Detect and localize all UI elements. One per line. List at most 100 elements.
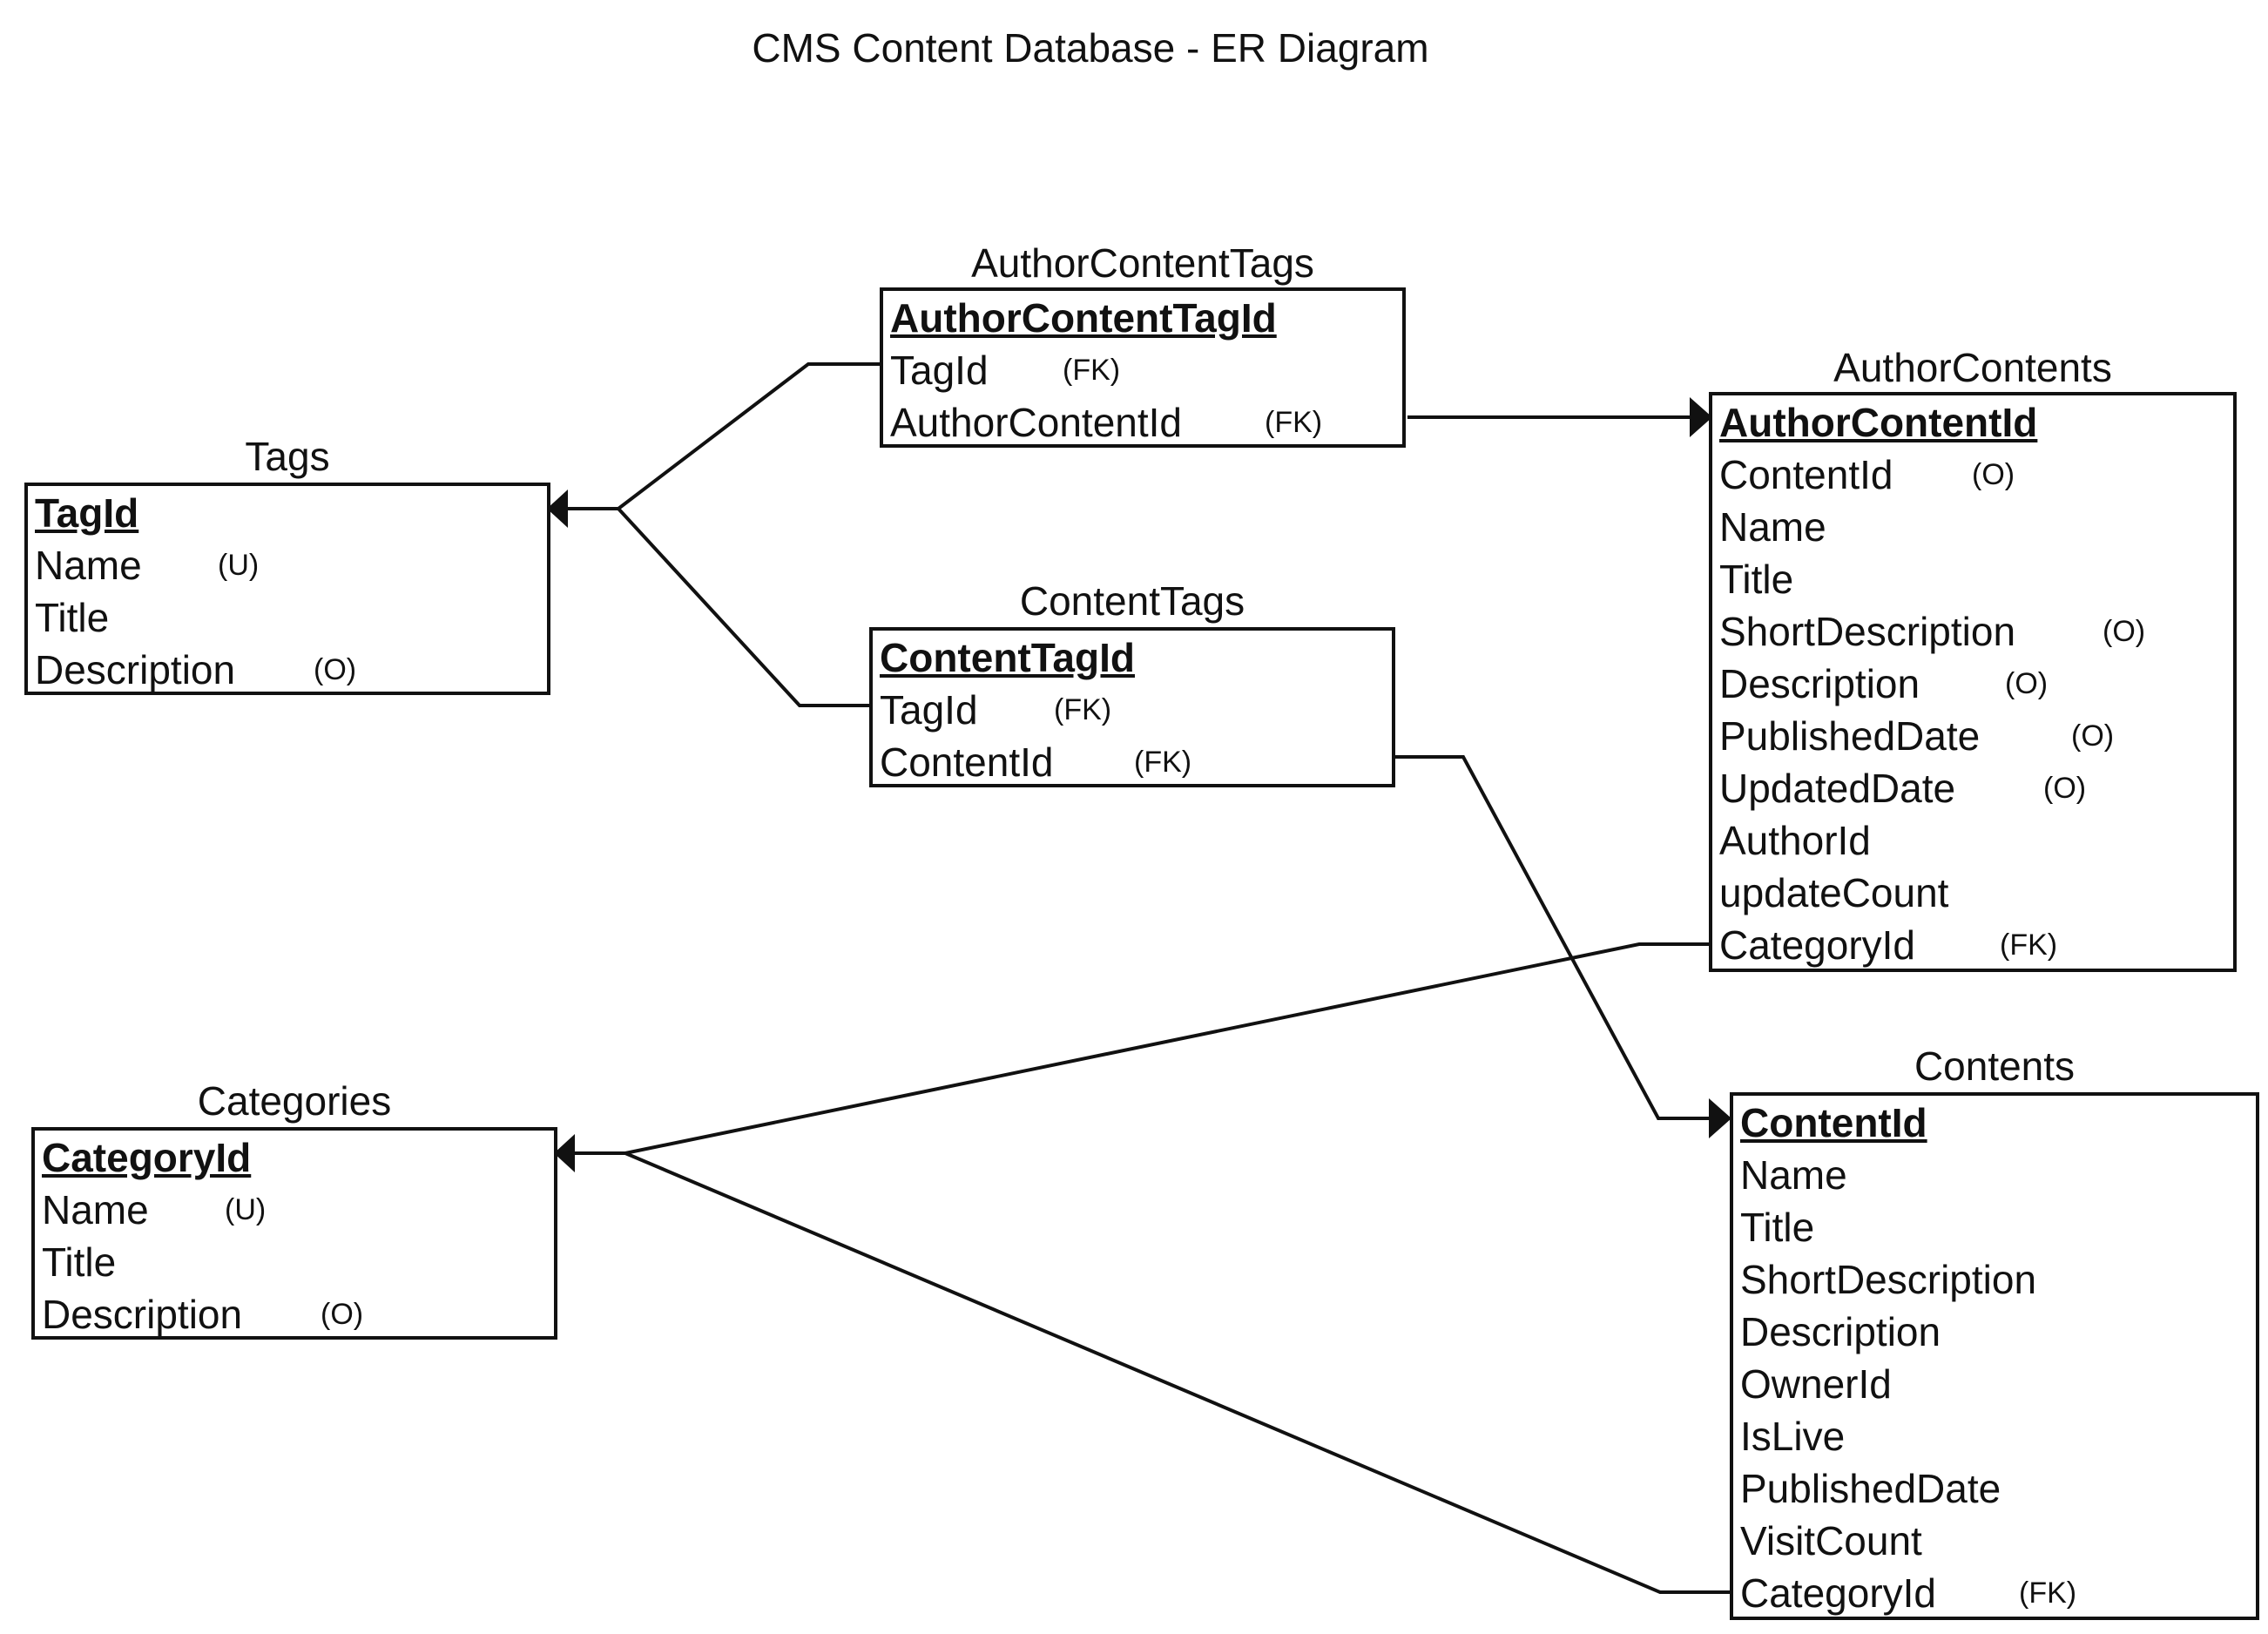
connector-authorcontents-categories	[566, 942, 1709, 1155]
attribute-row: AuthorContentId (FK)	[890, 396, 1402, 449]
primary-key-attribute: TagId	[35, 487, 547, 539]
attribute-row: Name	[1740, 1149, 2256, 1201]
attribute-row: AuthorId	[1719, 814, 2233, 867]
attribute-name: CategoryId	[1740, 1570, 1937, 1616]
attribute-name: ContentId	[880, 739, 1054, 785]
attribute-row: Name (U)	[35, 539, 547, 591]
attribute-row: ContentId (FK)	[880, 736, 1392, 788]
attribute-row: Description (O)	[42, 1288, 554, 1340]
attribute-name: Title	[35, 595, 110, 640]
arrowhead-tags	[547, 490, 568, 528]
attribute-name: Description	[35, 647, 236, 692]
attribute-row: Description	[1740, 1306, 2256, 1358]
attribute-note: (FK)	[1134, 746, 1192, 779]
attribute-name: Name	[35, 543, 142, 588]
attribute-row: IsLive	[1740, 1410, 2256, 1462]
attribute-name: TagId	[35, 490, 139, 536]
primary-key-attribute: AuthorContentId	[1719, 396, 2233, 449]
arrowhead-authorcontents	[1690, 397, 1712, 437]
attribute-row: TagId(FK)	[890, 344, 1402, 396]
attribute-name: ContentId	[1740, 1100, 1927, 1145]
attribute-note: (FK)	[1265, 406, 1323, 439]
attribute-row: PublishedDate	[1740, 1462, 2256, 1515]
entity-name: Contents	[1914, 1043, 2076, 1089]
attribute-note: (O)	[1972, 458, 2015, 491]
primary-key-attribute: CategoryId	[42, 1131, 554, 1184]
entity-name: ContentTags	[1019, 578, 1245, 624]
entity-name: Tags	[245, 434, 330, 479]
attribute-row: ShortDescription	[1740, 1253, 2256, 1306]
attribute-note: (O)	[2043, 772, 2087, 805]
arrowhead-categories	[554, 1134, 575, 1172]
attribute-name: Name	[42, 1187, 149, 1232]
connector-contents-categories	[624, 1151, 1730, 1594]
attribute-note: (O)	[314, 653, 357, 686]
attribute-name: AuthorContentId	[890, 400, 1183, 445]
attribute-name: TagId	[890, 348, 989, 393]
attribute-note: (U)	[218, 549, 260, 582]
attribute-name: TagId	[880, 687, 978, 733]
attribute-note: (O)	[2103, 615, 2146, 648]
attribute-name: AuthorId	[1719, 818, 1871, 863]
attribute-note: (FK)	[2000, 928, 2058, 962]
attribute-row: updateCount	[1719, 867, 2233, 919]
attribute-row: OwnerId	[1740, 1358, 2256, 1410]
attribute-name: Description	[1719, 661, 1920, 706]
attribute-row: Title	[1740, 1201, 2256, 1253]
connector-contenttags-tags	[617, 507, 869, 707]
attribute-row: ContentId (O)	[1719, 449, 2233, 501]
connector-authorcontenttags-tags	[559, 362, 880, 510]
attribute-row: CategoryId(FK)	[1719, 919, 2233, 971]
attribute-name: Title	[1740, 1205, 1815, 1250]
attribute-name: VisitCount	[1740, 1518, 1922, 1563]
primary-key-attribute: ContentId	[1740, 1097, 2256, 1149]
primary-key-attribute: ContentTagId	[880, 631, 1392, 684]
attribute-row: TagId(FK)	[880, 684, 1392, 736]
attribute-row: Description (O)	[1719, 658, 2233, 710]
attribute-note: (O)	[2005, 667, 2049, 700]
attribute-name: ContentId	[1719, 452, 1893, 497]
attribute-row: Title	[42, 1236, 554, 1288]
attribute-row: Title	[35, 591, 547, 644]
attribute-name: OwnerId	[1740, 1361, 1892, 1407]
primary-key-attribute: AuthorContentTagId	[890, 292, 1402, 344]
attribute-row: Name	[1719, 501, 2233, 553]
connector-contenttags-contents	[1395, 755, 1709, 1120]
attribute-name: Name	[1719, 504, 1826, 550]
entity-name: AuthorContentTags	[971, 240, 1314, 286]
attribute-row: Title	[1719, 553, 2233, 605]
attribute-row: UpdatedDate (O)	[1719, 762, 2233, 814]
attribute-name: Description	[42, 1292, 243, 1337]
attribute-name: AuthorContentId	[1719, 400, 2038, 445]
attribute-note: (O)	[2071, 719, 2115, 753]
arrowhead-contents	[1709, 1098, 1731, 1138]
attribute-row: VisitCount	[1740, 1515, 2256, 1567]
attribute-name: updateCount	[1719, 870, 1949, 915]
attribute-note: (O)	[321, 1298, 364, 1331]
attribute-name: Title	[1719, 557, 1794, 602]
attribute-row: ShortDescription (O)	[1719, 605, 2233, 658]
attribute-name: PublishedDate	[1740, 1466, 2001, 1511]
attribute-name: PublishedDate	[1719, 713, 1981, 759]
attribute-name: CategoryId	[42, 1135, 252, 1180]
attribute-name: Description	[1740, 1309, 1941, 1354]
attribute-name: ShortDescription	[1719, 609, 2016, 654]
entity-name: Categories	[197, 1078, 392, 1124]
attribute-name: IsLive	[1740, 1414, 1846, 1459]
attribute-name: Name	[1740, 1152, 1847, 1198]
attribute-name: UpdatedDate	[1719, 766, 1956, 811]
attribute-name: ShortDescription	[1740, 1257, 2037, 1302]
entity-name: AuthorContents	[1833, 345, 2112, 390]
attribute-name: AuthorContentTagId	[890, 295, 1277, 341]
diagram-title: CMS Content Database - ER Diagram	[752, 25, 1429, 71]
attribute-row: Name(U)	[42, 1184, 554, 1236]
attribute-row: CategoryId (FK)	[1740, 1567, 2256, 1619]
attribute-note: (FK)	[2019, 1577, 2077, 1610]
